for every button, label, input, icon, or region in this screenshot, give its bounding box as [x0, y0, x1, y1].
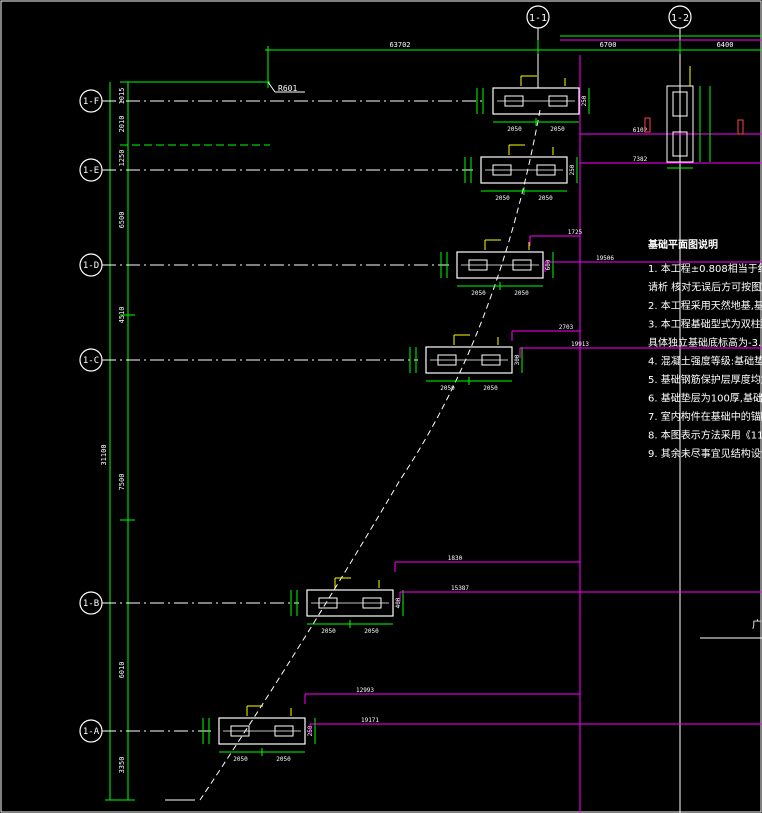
note-line: 8. 本图表示方法采用《11G101-3 — [648, 429, 762, 442]
footing-dimension: 2050 — [538, 195, 553, 202]
top-dimension-value: 63702 — [389, 41, 410, 49]
radius-label: R601 — [267, 81, 305, 93]
axis-label: 1-E — [83, 166, 99, 176]
leader-dimension-value: 12993 — [356, 687, 374, 694]
leader-dimension: 15387 — [399, 585, 762, 602]
note-line: 7. 室内构件在基础中的锚固详图标 — [648, 410, 762, 423]
leader-dimension-value: 6102 — [633, 127, 648, 134]
note-line: 具体独立基础底标高为-3.150 — [648, 336, 762, 349]
left-dimension-chain: 1015 2010 1250 6500 4510 31100 7500 6010… — [100, 81, 270, 801]
footing-1-F: 2050 2050 250 — [476, 75, 590, 133]
left-dimension-value: 6500 — [118, 212, 126, 229]
footing-dimension: 2050 — [507, 126, 522, 133]
footing-1-B: 2050 2050 400 — [290, 577, 404, 635]
leader-dimension-value: 15387 — [451, 585, 469, 592]
left-dimension-value: 4510 — [118, 307, 126, 324]
left-dimension-value: 6010 — [118, 662, 126, 679]
row-axis-1-E: 1-E 2050 2050 250 — [79, 144, 578, 202]
curved-edge-arc — [199, 109, 541, 801]
note-line: 2. 本工程采用天然地基,基础持力层 — [648, 299, 762, 312]
side-dimension: 600 — [545, 259, 552, 270]
footing-1-C: 2050 2050 300 — [409, 334, 523, 392]
leader-dimension: 7382 — [579, 156, 762, 173]
leader-dimension: 19913 — [519, 341, 762, 358]
note-line: 4. 混凝土强度等级:基础垫层C15, — [648, 355, 762, 368]
note-line: 6. 基础垫层为100厚,基础垫层混凝 — [648, 392, 762, 405]
footing-dimension: 2050 — [321, 628, 336, 635]
row-axis-1-C: 1-C 2050 2050 300 — [79, 334, 523, 392]
leader-dimension: 2703 — [511, 324, 580, 341]
note-line: 1. 本工程±0.808相当于绝对标高 — [648, 262, 762, 275]
axis-label: 1-C — [83, 356, 99, 366]
top-dimension-value: 6400 — [717, 41, 734, 49]
footing-dimension: 2050 — [550, 126, 565, 133]
axis-label: 1-B — [83, 599, 99, 609]
note-line: 9. 其余未尽事宜见结构设计总说明。 — [648, 447, 762, 460]
note-line: 5. 基础钢筋保护层厚度均为40mm — [648, 373, 762, 386]
leader-dimension-value: 19506 — [596, 255, 614, 262]
leader-dimension: 12993 — [304, 687, 580, 704]
top-dimension-value: 6700 — [600, 41, 617, 49]
axis-label: 1-A — [83, 727, 100, 737]
side-dimension: 300 — [514, 354, 521, 365]
leader-dimension-value: 2703 — [559, 324, 574, 331]
footing-dimension: 2050 — [233, 756, 248, 763]
side-dimension: 400 — [395, 597, 402, 608]
side-dimension: 250 — [569, 164, 576, 175]
leader-dimension-value: 7382 — [633, 156, 648, 163]
row-axis-1-A: 1-A20502050250 — [79, 705, 316, 763]
leader-dimension-value: 19913 — [571, 341, 589, 348]
footing-dimension: 2050 — [471, 290, 486, 297]
row-axis-1-F: 1-F 2050 2050 250 — [79, 75, 590, 133]
side-dimension: 250 — [581, 95, 588, 106]
note-line: 请析 核对无误后方可按图施工。 — [648, 281, 762, 294]
radius-text: R601 — [278, 84, 297, 93]
footing-dimension: 2050 — [440, 385, 455, 392]
leader-dimension: 19171 — [309, 717, 762, 734]
left-dimension-value: 2010 — [118, 116, 126, 133]
footing-dimension: 2050 — [514, 290, 529, 297]
footing-dimension: 2050 — [495, 195, 510, 202]
leader-dimension-value: 1725 — [568, 229, 583, 236]
top-dimension-line: 63702 6700 6400 — [265, 35, 762, 88]
leader-dimension-value: 1830 — [448, 555, 463, 562]
foundation-notes: 基础平面图说明 1. 本工程±0.808相当于绝对标高 请析 核对无误后方可按图… — [647, 238, 762, 639]
column-axis-1-1: 1-1 — [526, 5, 550, 88]
axis-label: 1-1 — [529, 13, 547, 24]
leader-dimension: 6102 — [579, 127, 762, 144]
axis-label: 1-2 — [671, 13, 689, 24]
left-dimension-value: 31100 — [100, 444, 108, 465]
left-dimension-value: 1250 — [118, 150, 126, 167]
row-axis-1-B: 1-B 2050 2050 400 — [79, 577, 404, 635]
left-dimension-value: 7500 — [118, 474, 126, 491]
note-line: 3. 本工程基础型式为双柱独立基础 — [648, 318, 762, 331]
leader-dimension-value: 19171 — [361, 717, 379, 724]
column-axis-1-2: 1-2 — [668, 5, 692, 813]
left-dimension-value: 3350 — [118, 757, 126, 774]
leader-dimension: 1725 — [529, 229, 583, 246]
footing-dimension: 2050 — [483, 385, 498, 392]
footing-dimension: 2050 — [276, 756, 291, 763]
axis-label: 1-F — [83, 97, 99, 107]
notes-partial-title: 广 — [752, 619, 762, 631]
footing-dimension: 2050 — [364, 628, 379, 635]
left-dimension-value: 1015 — [118, 88, 126, 105]
row-axis-1-D: 1-D 2050 2050 600 — [79, 239, 554, 297]
leader-dimension: 1830 — [394, 555, 580, 572]
footing-col-1-2 — [644, 66, 744, 169]
footing-1-D: 2050 2050 600 — [440, 239, 554, 297]
footing-1-E: 2050 2050 250 — [464, 144, 578, 202]
leader-dimension: 19506 — [544, 255, 762, 272]
axis-label: 1-D — [83, 261, 99, 271]
notes-title: 基础平面图说明 — [647, 238, 718, 251]
